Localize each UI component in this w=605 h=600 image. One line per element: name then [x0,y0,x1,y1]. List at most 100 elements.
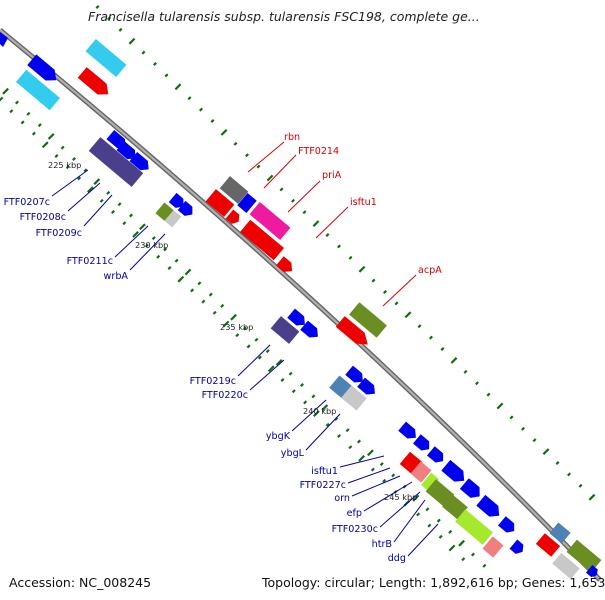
gene-red-block[interactable] [240,219,284,261]
gene-blue-arrow[interactable] [168,192,187,211]
tick-dash [37,123,42,128]
tick-dash [458,539,465,547]
gene-label-ftf0207c[interactable]: FTF0207c [4,197,50,208]
gene-label-rbn[interactable]: rbn [284,132,300,143]
gene-lime-block[interactable] [455,509,493,545]
tick-dash [416,512,421,517]
tick-dash [448,544,456,552]
gene-label-efp[interactable]: efp [347,508,362,519]
tick-dash [87,186,94,193]
tick-dash [208,292,213,297]
gene-label-ftf0209c[interactable]: FTF0209c [36,228,82,239]
gene-purple-block[interactable] [270,316,300,344]
tick-dash [345,428,350,433]
tick-dash [233,141,238,146]
gene-blue-arrow[interactable] [398,421,420,443]
tick-dash [144,243,149,248]
gene-pink-block[interactable] [410,461,432,483]
scale-tick-245: 245 kbp [384,492,417,502]
gene-red-arrow[interactable] [276,256,296,275]
gene-olive-block[interactable] [349,302,387,338]
gene-blue-arrow[interactable] [27,54,61,85]
gene-magenta-block[interactable] [249,202,291,240]
gene-label-ftf0227c[interactable]: FTF0227c [300,480,346,491]
tick-dash [77,176,82,181]
gene-blue-arrow[interactable] [300,320,322,342]
gene-blue-arrow[interactable] [129,151,152,174]
genome-summary-text: Topology: circular; Length: 1,892,616 bp… [262,575,605,590]
tick-dash [325,422,330,427]
gene-steel-block[interactable] [549,522,571,544]
gene-olive-block[interactable] [442,494,468,520]
tick-dash [254,337,259,342]
gene-red-arrow[interactable] [77,67,113,100]
gene-blue-arrow[interactable] [459,478,484,502]
gene-blue-arrow[interactable] [498,516,518,535]
gene-label-ybgk[interactable]: ybgK [266,431,291,442]
gene-label-ftf0208c[interactable]: FTF0208c [20,212,66,223]
gene-lightgrey-block[interactable] [341,385,367,411]
tick-dash [334,416,339,421]
gene-label-ftf0211c[interactable]: FTF0211c [67,256,113,267]
gene-olive-block[interactable] [566,539,602,573]
tick-dash [325,233,330,237]
gene-purple-block[interactable] [88,137,144,187]
gene-label-ddg[interactable]: ddg [388,553,406,564]
gene-blue-arrow[interactable] [106,129,129,152]
gene-label-ybgl[interactable]: ybgL [281,448,305,459]
gene-blue-arrow[interactable] [116,140,139,163]
gene-blue-arrow[interactable] [287,308,309,330]
gene-olive-block[interactable] [425,479,455,507]
tick-dash [47,133,55,140]
gene-blue-arrow[interactable] [0,32,8,47]
gene-label-wrba[interactable]: wrbA [104,271,129,282]
gene-blue-arrow[interactable] [345,365,367,387]
gene-blue-arrow[interactable] [585,564,600,579]
gene-olive-block[interactable] [155,202,182,228]
gene-blue-arrow[interactable] [427,446,447,465]
gene-label-isftu1-forward[interactable]: isftu1 [350,197,377,208]
gene-label-acpa[interactable]: acpA [418,265,442,276]
gene-lime-block[interactable] [421,472,439,492]
scale-tick-235: 235 kbp [220,322,253,332]
map-title: Francisella tularensis subsp. tularensis… [88,9,480,24]
gene-cyan-block[interactable] [85,39,127,77]
gene-label-pria[interactable]: priA [322,170,342,181]
gene-blue-arrow[interactable] [509,539,527,557]
gene-label-ftf0220c[interactable]: FTF0220c [202,390,248,401]
tick-dash [197,281,202,286]
tick-dash [358,455,365,462]
gene-grey-block[interactable] [219,176,249,204]
gene-label-ftf0214[interactable]: FTF0214 [298,146,339,157]
tick-dash [265,349,270,354]
gene-blue-arrow[interactable] [413,434,433,453]
gene-label-isftu1-reverse[interactable]: isftu1 [311,466,338,477]
tick-dash [132,231,139,238]
gene-label-ftf0219c[interactable]: FTF0219c [190,376,236,387]
gene-blue-arrow[interactable] [476,494,503,521]
tick-dash [177,275,185,283]
tick-dash [31,131,36,136]
gene-label-ftf0230c[interactable]: FTF0230c [332,524,378,535]
gene-cyan-block[interactable] [16,69,60,111]
tick-dash [588,493,596,501]
tick-dash [521,426,525,431]
gene-blue-arrow[interactable] [177,200,196,219]
gene-blue-arrow[interactable] [441,459,468,486]
forward-gene-labels: rbn FTF0214 priA isftu1 acpA [284,132,442,276]
tick-dash [41,141,49,149]
gene-blue-block[interactable] [237,193,257,213]
gene-blue-arrow[interactable] [357,377,379,399]
tick-dash [83,168,88,173]
gene-red-block[interactable] [205,189,235,217]
gene-pink-block[interactable] [482,536,504,558]
gene-label-orn[interactable]: orn [334,493,350,504]
tick-dash [122,221,127,226]
gene-red-block[interactable] [535,533,561,557]
gene-label-htrb[interactable]: htrB [372,539,392,550]
gene-red-arrow[interactable] [335,316,373,350]
tick-dash [243,326,247,331]
gene-lightgrey-block[interactable] [552,552,580,580]
tick-dash [174,258,179,263]
gene-red-arrow[interactable] [225,209,243,227]
